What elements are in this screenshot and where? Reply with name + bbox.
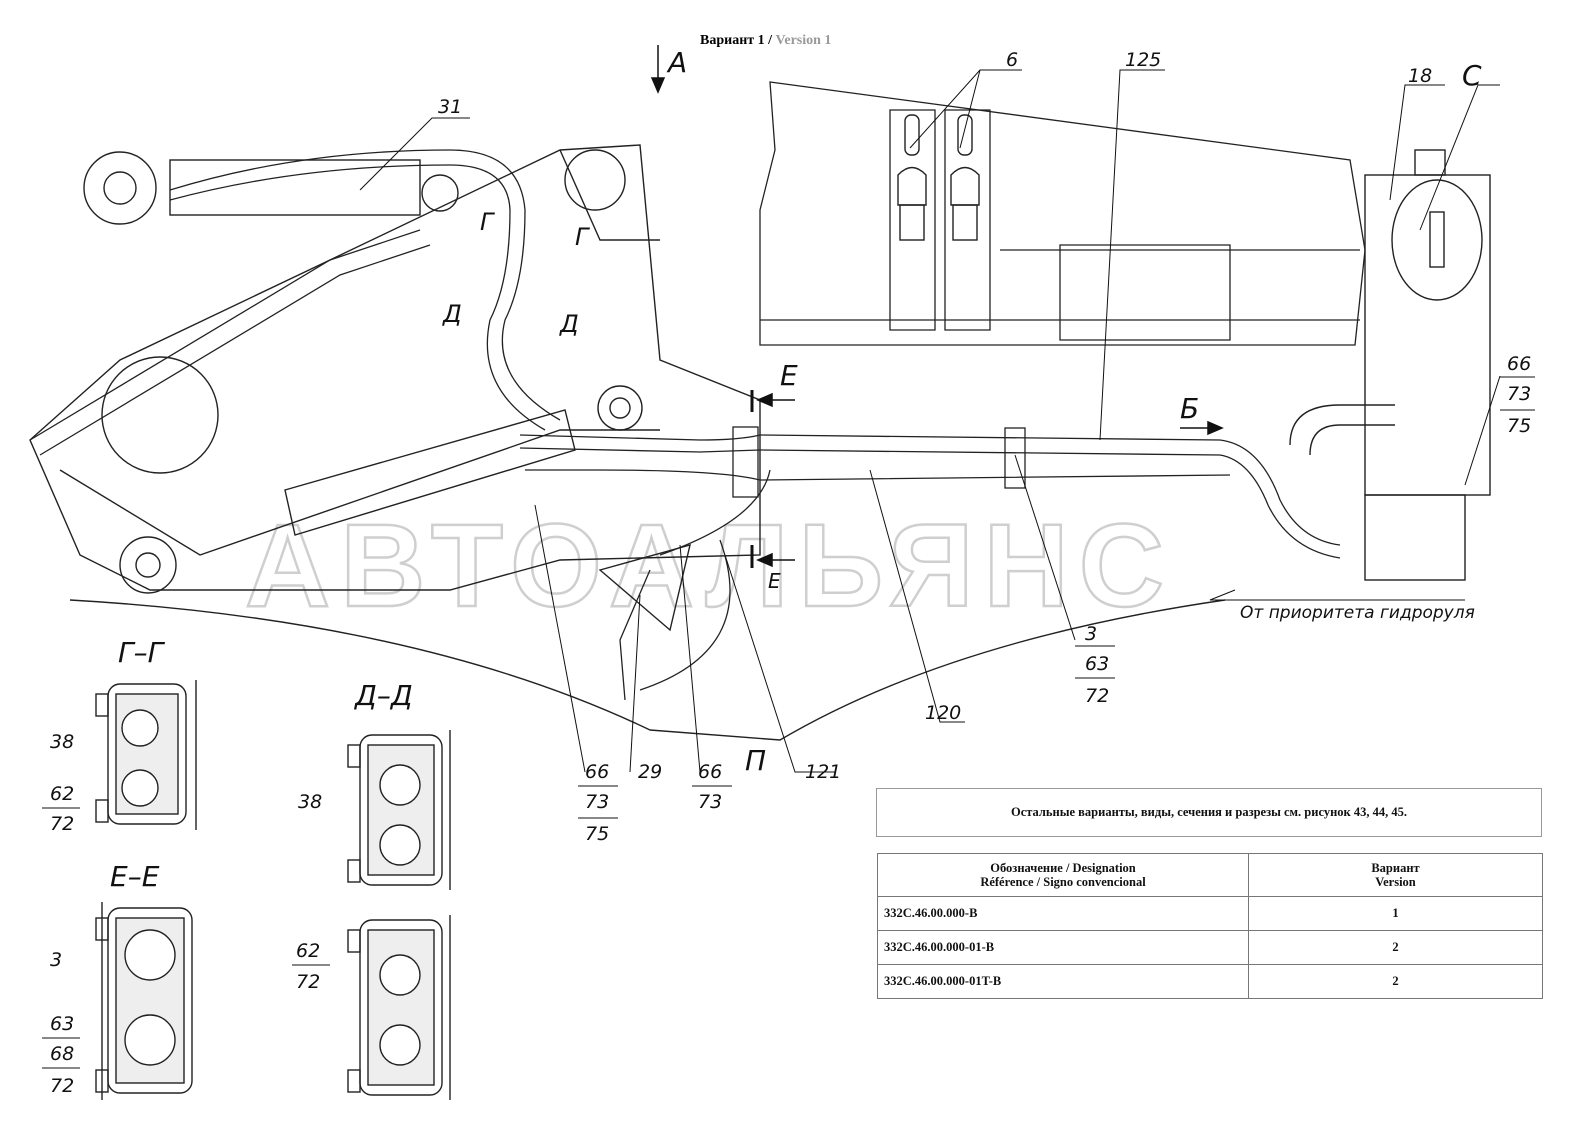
callout-31: 31: [438, 96, 462, 118]
designation-cell: 332C.46.00.000-B: [877, 896, 1249, 931]
callout-120: 120: [925, 702, 961, 724]
designation-header: Обозначение / Designation Référence / Si…: [877, 853, 1249, 897]
callout-75-mid: 75: [585, 823, 609, 845]
section-ee-label-3: 3: [50, 949, 62, 971]
section-dd-label-62: 62: [296, 940, 320, 962]
section-d-right-label: Д: [559, 310, 579, 338]
callout-66-mid: 66: [585, 761, 609, 783]
view-c-label: C: [1462, 59, 1482, 92]
section-ee-label-72: 72: [50, 1075, 74, 1097]
callout-63: 63: [1085, 653, 1109, 675]
view-e-label: E: [780, 359, 798, 392]
section-dd-title: Д–Д: [353, 679, 413, 712]
callout-6: 6: [1006, 49, 1018, 71]
section-dd-label-38: 38: [298, 791, 322, 813]
section-ee-label-68: 68: [50, 1043, 74, 1065]
designation-cell: 332C.46.00.000-01-B: [877, 930, 1249, 965]
table-row: 332C.46.00.000-01T-B 2: [877, 964, 1543, 999]
section-dd-label-72: 72: [296, 971, 320, 993]
joystick-left: [897, 114, 927, 241]
frame-outline: [69, 599, 1226, 741]
callout-75-right: 75: [1507, 415, 1531, 437]
callout-66-right: 66: [1507, 353, 1531, 375]
section-e-bottom-label: Е: [768, 569, 781, 593]
variant-table: Обозначение / Designation Référence / Si…: [877, 853, 1543, 999]
section-ee-drawing: [95, 902, 193, 1100]
variant-header: Вариант Version: [1248, 853, 1543, 897]
callout-73-low: 73: [698, 791, 722, 813]
view-a-label: A: [666, 46, 687, 79]
variant-header-line1: Вариант: [1371, 861, 1420, 875]
view-b-label: Б: [1180, 392, 1199, 425]
section-gg-drawing: [95, 680, 197, 830]
section-gg-label-72: 72: [50, 813, 74, 835]
callout-29: 29: [638, 761, 662, 783]
section-ee-title: Е–Е: [110, 860, 160, 893]
callout-18: 18: [1408, 65, 1432, 87]
designation-cell: 332C.46.00.000-01T-B: [877, 964, 1249, 999]
callout-121: 121: [805, 761, 841, 783]
callout-3: 3: [1085, 623, 1097, 645]
callout-72: 72: [1085, 685, 1109, 707]
section-g-left-label: Г: [480, 208, 495, 236]
table-row: 332C.46.00.000-B 1: [877, 896, 1543, 931]
section-dd-drawing: [347, 730, 451, 1100]
callout-66-low: 66: [698, 761, 722, 783]
table-row: 332C.46.00.000-01-B 2: [877, 930, 1543, 965]
designation-header-line1: Обозначение / Designation: [990, 861, 1136, 875]
section-gg-label-38: 38: [50, 731, 74, 753]
callout-125: 125: [1125, 49, 1161, 71]
section-gg-label-62: 62: [50, 783, 74, 805]
joystick-right: [950, 114, 980, 241]
section-d-left-label: Д: [442, 300, 462, 328]
hoses: [29, 149, 1341, 701]
cab-body: [759, 81, 1366, 346]
section-g-right-label: Г: [575, 223, 590, 251]
title-main: Вариант 1 /: [700, 33, 776, 48]
callout-73-mid: 73: [585, 791, 609, 813]
variant-cell: 1: [1248, 896, 1543, 931]
clamp-bracket: [1004, 427, 1026, 489]
section-gg-title: Г–Г: [118, 636, 166, 669]
view-p-label: П: [745, 744, 766, 777]
hydraulic-tank: [1289, 149, 1491, 581]
drawing-title: Вариант 1 / Version 1: [700, 33, 831, 48]
variant-header-line2: Version: [1375, 875, 1416, 889]
watermark: АВТОАЛЬЯНС: [245, 500, 1174, 632]
reference-note: Остальные варианты, виды, сечения и разр…: [876, 788, 1542, 837]
priority-steering-label: От приоритета гидроруля: [1240, 603, 1475, 623]
view-arrows: [650, 45, 1224, 568]
hose-bracket: [732, 426, 759, 498]
table-header-row: Обозначение / Designation Référence / Si…: [877, 853, 1543, 897]
leader-lines: [359, 69, 1501, 773]
title-version: Version 1: [776, 33, 832, 48]
callouts: 31 6 125 18 66 73 75 3 63 72 120 121 66 …: [438, 49, 1535, 845]
designation-header-line2: Référence / Signo convencional: [980, 875, 1146, 889]
callout-73-right: 73: [1507, 383, 1531, 405]
section-ee-label-63: 63: [50, 1013, 74, 1035]
variant-cell: 2: [1248, 930, 1543, 965]
variant-cell: 2: [1248, 964, 1543, 999]
